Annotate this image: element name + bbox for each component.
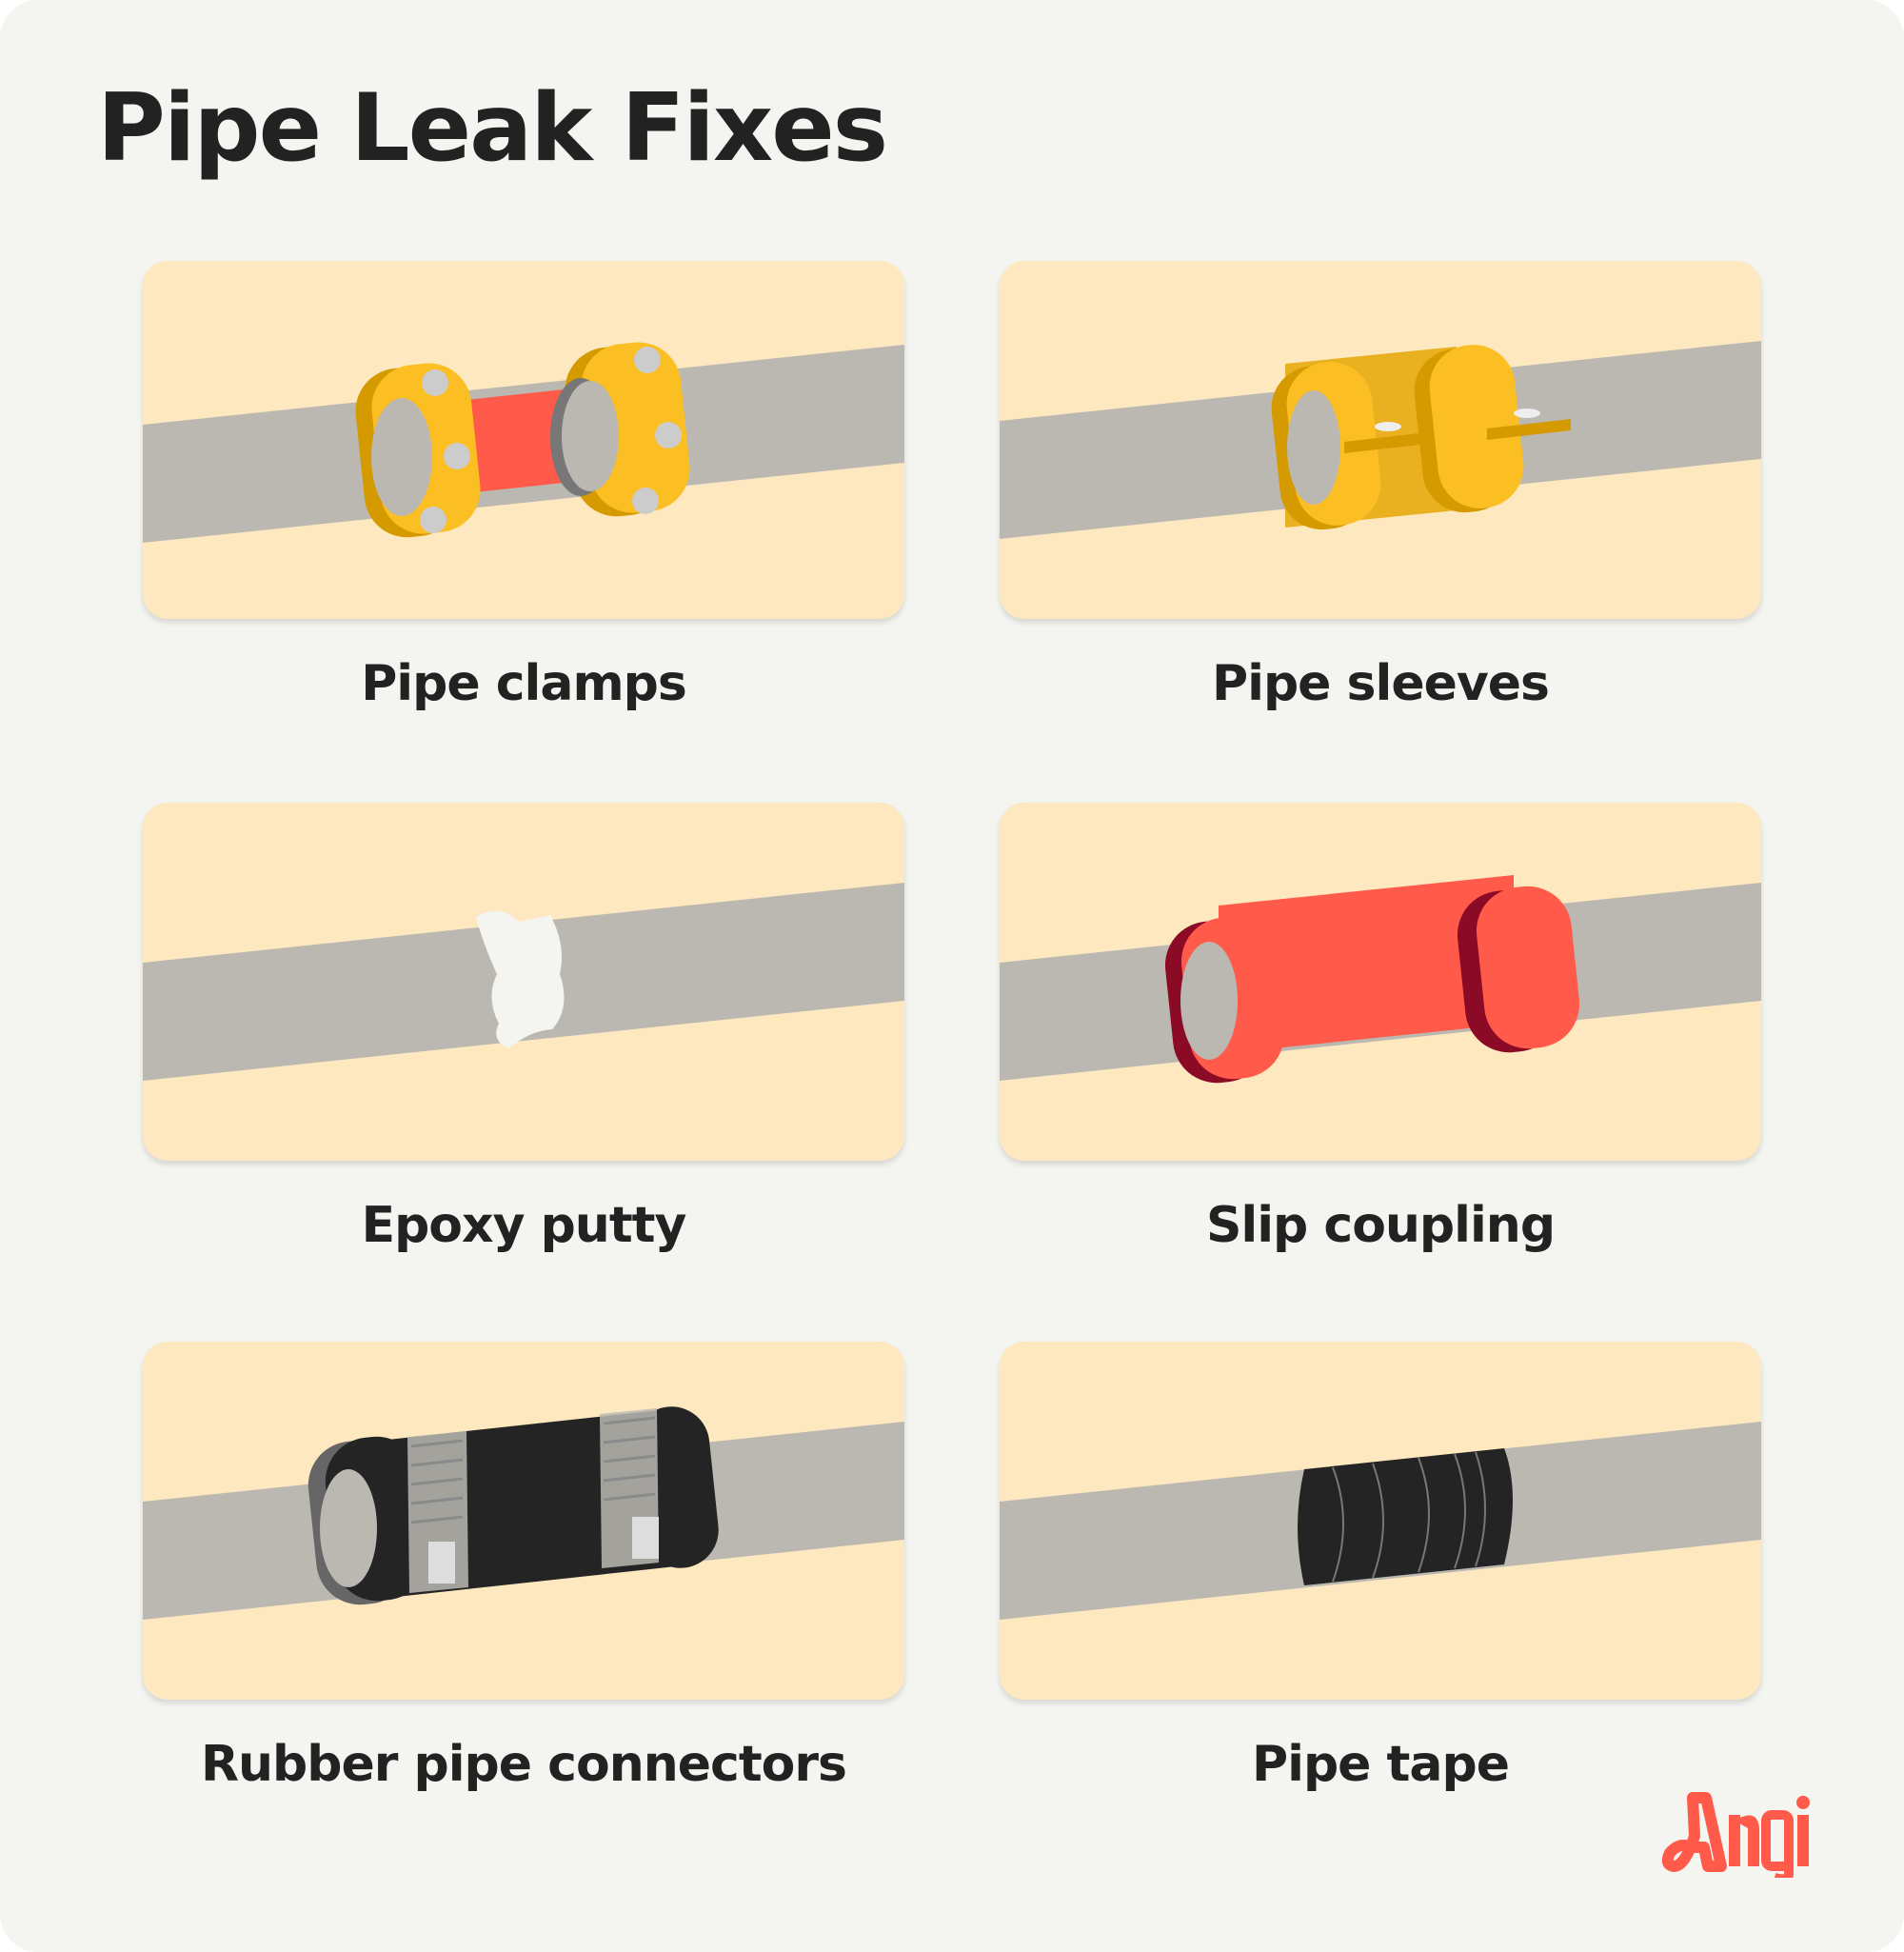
- angi-logo: [1656, 1779, 1818, 1884]
- slip-coupling-illustration: [1000, 803, 1761, 1161]
- pipe-clamps-label: Pipe clamps: [361, 655, 687, 712]
- epoxy-putty-label: Epoxy putty: [361, 1197, 687, 1254]
- pipe-sleeves-label: Pipe sleeves: [1212, 655, 1550, 712]
- epoxy-putty-illustration: [143, 803, 904, 1161]
- page-title: Pipe Leak Fixes: [97, 74, 888, 183]
- rubber-pipe-connectors-label: Rubber pipe connectors: [200, 1736, 847, 1793]
- slip-coupling-label: Slip coupling: [1205, 1197, 1556, 1254]
- pipe-clamps-illustration: [143, 261, 904, 619]
- rubber-pipe-connectors-illustration: [143, 1342, 904, 1700]
- pipe-tape-illustration: [1000, 1342, 1761, 1700]
- pipe-tape-label: Pipe tape: [1252, 1736, 1510, 1793]
- pipe-sleeves-illustration: [1000, 261, 1761, 619]
